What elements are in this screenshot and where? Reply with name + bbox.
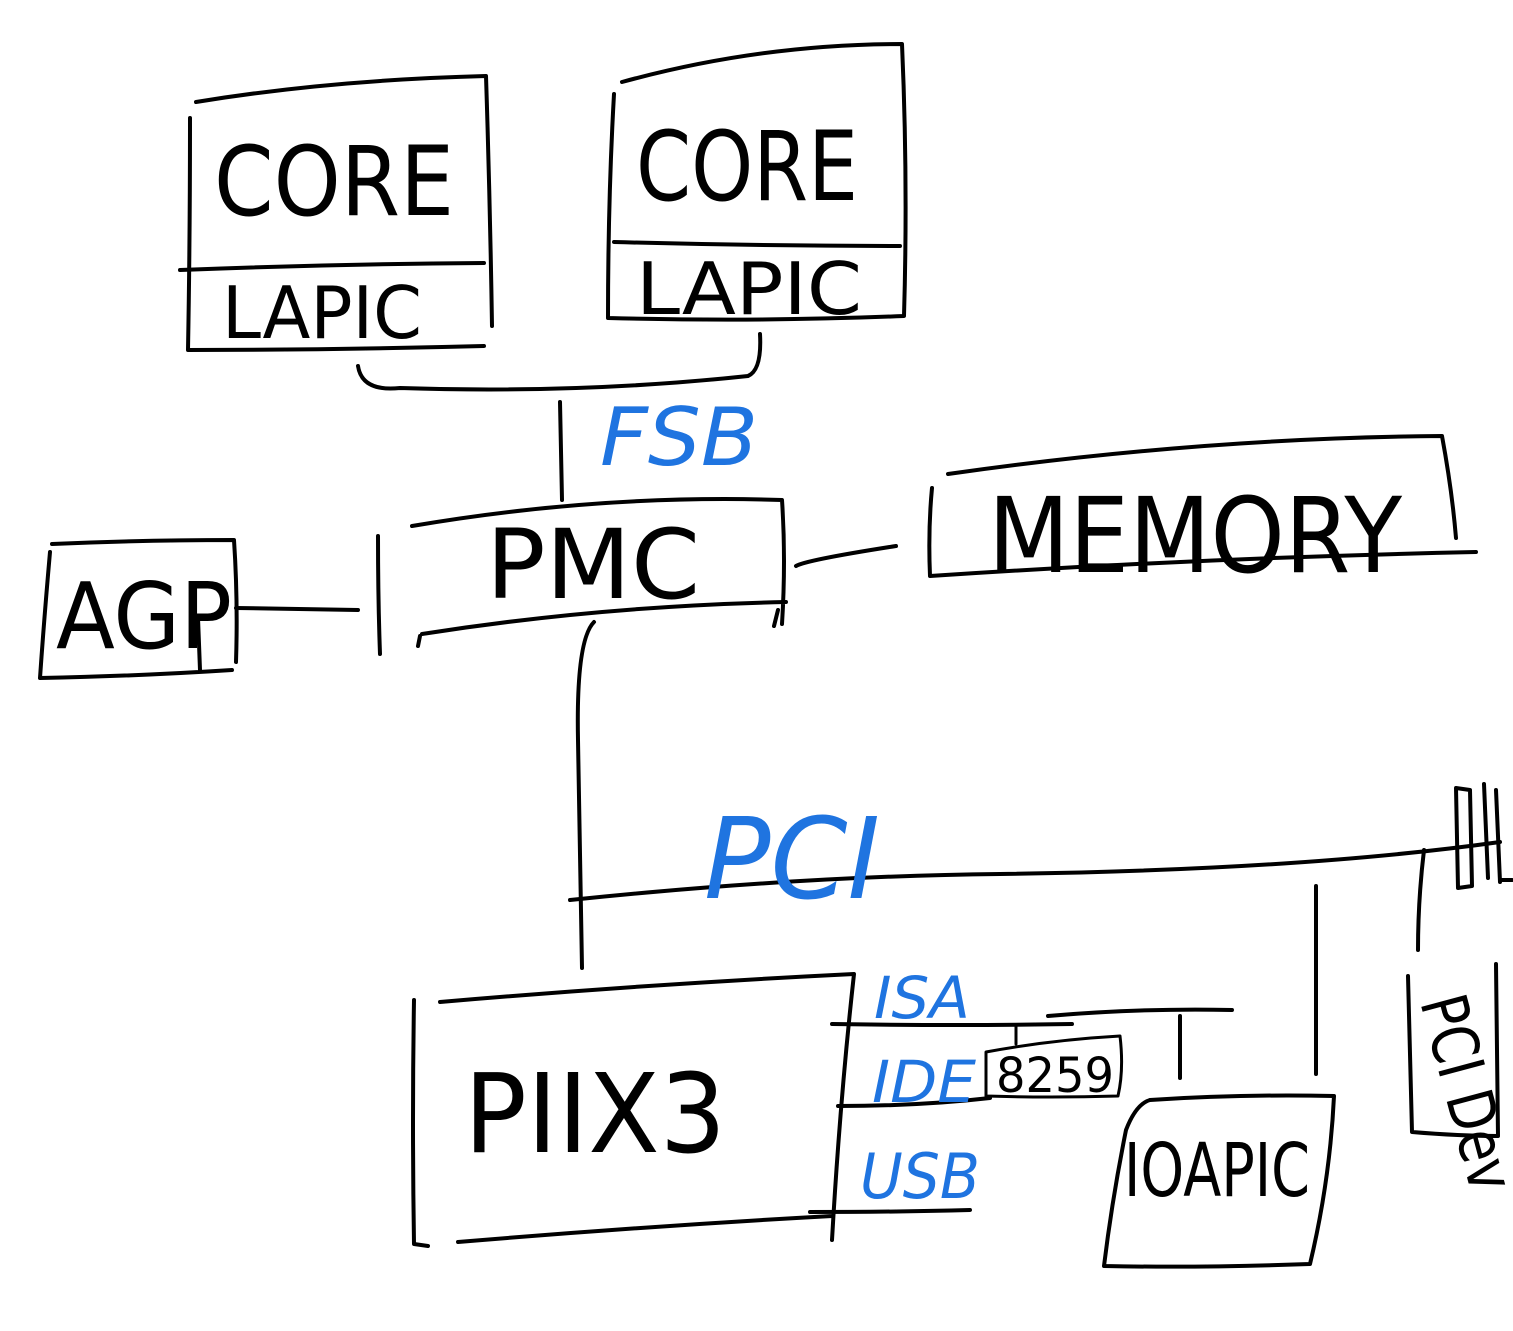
pic-8259-outline xyxy=(984,1034,1124,1099)
pci-device-outline xyxy=(1406,962,1500,1138)
pic-8259-block: 8259 xyxy=(984,1024,1124,1104)
ide-bus-line xyxy=(836,1096,992,1108)
pmc-outline xyxy=(376,497,788,656)
pci-to-device-line xyxy=(1416,848,1426,952)
agp-outline xyxy=(38,538,239,680)
usb-bus-line xyxy=(808,1208,972,1214)
ioapic-outline xyxy=(1102,1093,1336,1269)
core-1-block: CORE LAPIC xyxy=(178,74,494,355)
pmc-block: PMC xyxy=(376,497,788,656)
core-1-label: CORE xyxy=(214,126,454,238)
piix3-label: PIIX3 xyxy=(464,1050,726,1178)
pmc-memory-link xyxy=(794,544,898,568)
core-2-label: CORE xyxy=(636,111,858,223)
ide-label: IDE xyxy=(872,1048,976,1116)
ioapic-block: IOAPIC xyxy=(1102,1093,1336,1269)
core-1-outline xyxy=(186,74,494,352)
memory-outline xyxy=(927,434,1478,578)
memory-label: MEMORY xyxy=(988,475,1402,597)
core-2-block: CORE LAPIC xyxy=(606,42,908,331)
ioapic-label: IOAPIC xyxy=(1124,1128,1310,1214)
pmc-label: PMC xyxy=(486,509,700,621)
fsb-label: FSB xyxy=(600,391,758,484)
fsb-connector xyxy=(356,332,763,392)
isa-bus-line xyxy=(830,1007,1234,1027)
core-2-lapic-label: LAPIC xyxy=(636,247,862,331)
core-2-outline xyxy=(606,42,908,322)
agp-label: AGP xyxy=(56,563,232,670)
pmc-pci-link xyxy=(575,620,596,970)
core-1-lapic-label: LAPIC xyxy=(222,271,422,355)
agp-block: AGP xyxy=(38,538,239,680)
core-1-divider xyxy=(178,261,486,272)
piix3-outline xyxy=(411,972,856,1248)
pci-slot-connector xyxy=(1454,782,1513,890)
fsb-to-pmc-line xyxy=(558,400,564,502)
core-2-divider xyxy=(612,240,902,248)
usb-label: USB xyxy=(860,1140,980,1213)
agp-pmc-link xyxy=(234,606,360,612)
piix3-block: PIIX3 xyxy=(411,972,856,1248)
memory-block: MEMORY xyxy=(927,434,1478,597)
pci-device-block: PCI Dev xyxy=(1405,962,1513,1199)
pci-label: PCI xyxy=(704,795,880,925)
pci-bus-line xyxy=(568,840,1502,902)
pic-8259-label: 8259 xyxy=(996,1048,1114,1104)
isa-label: ISA xyxy=(874,964,970,1032)
